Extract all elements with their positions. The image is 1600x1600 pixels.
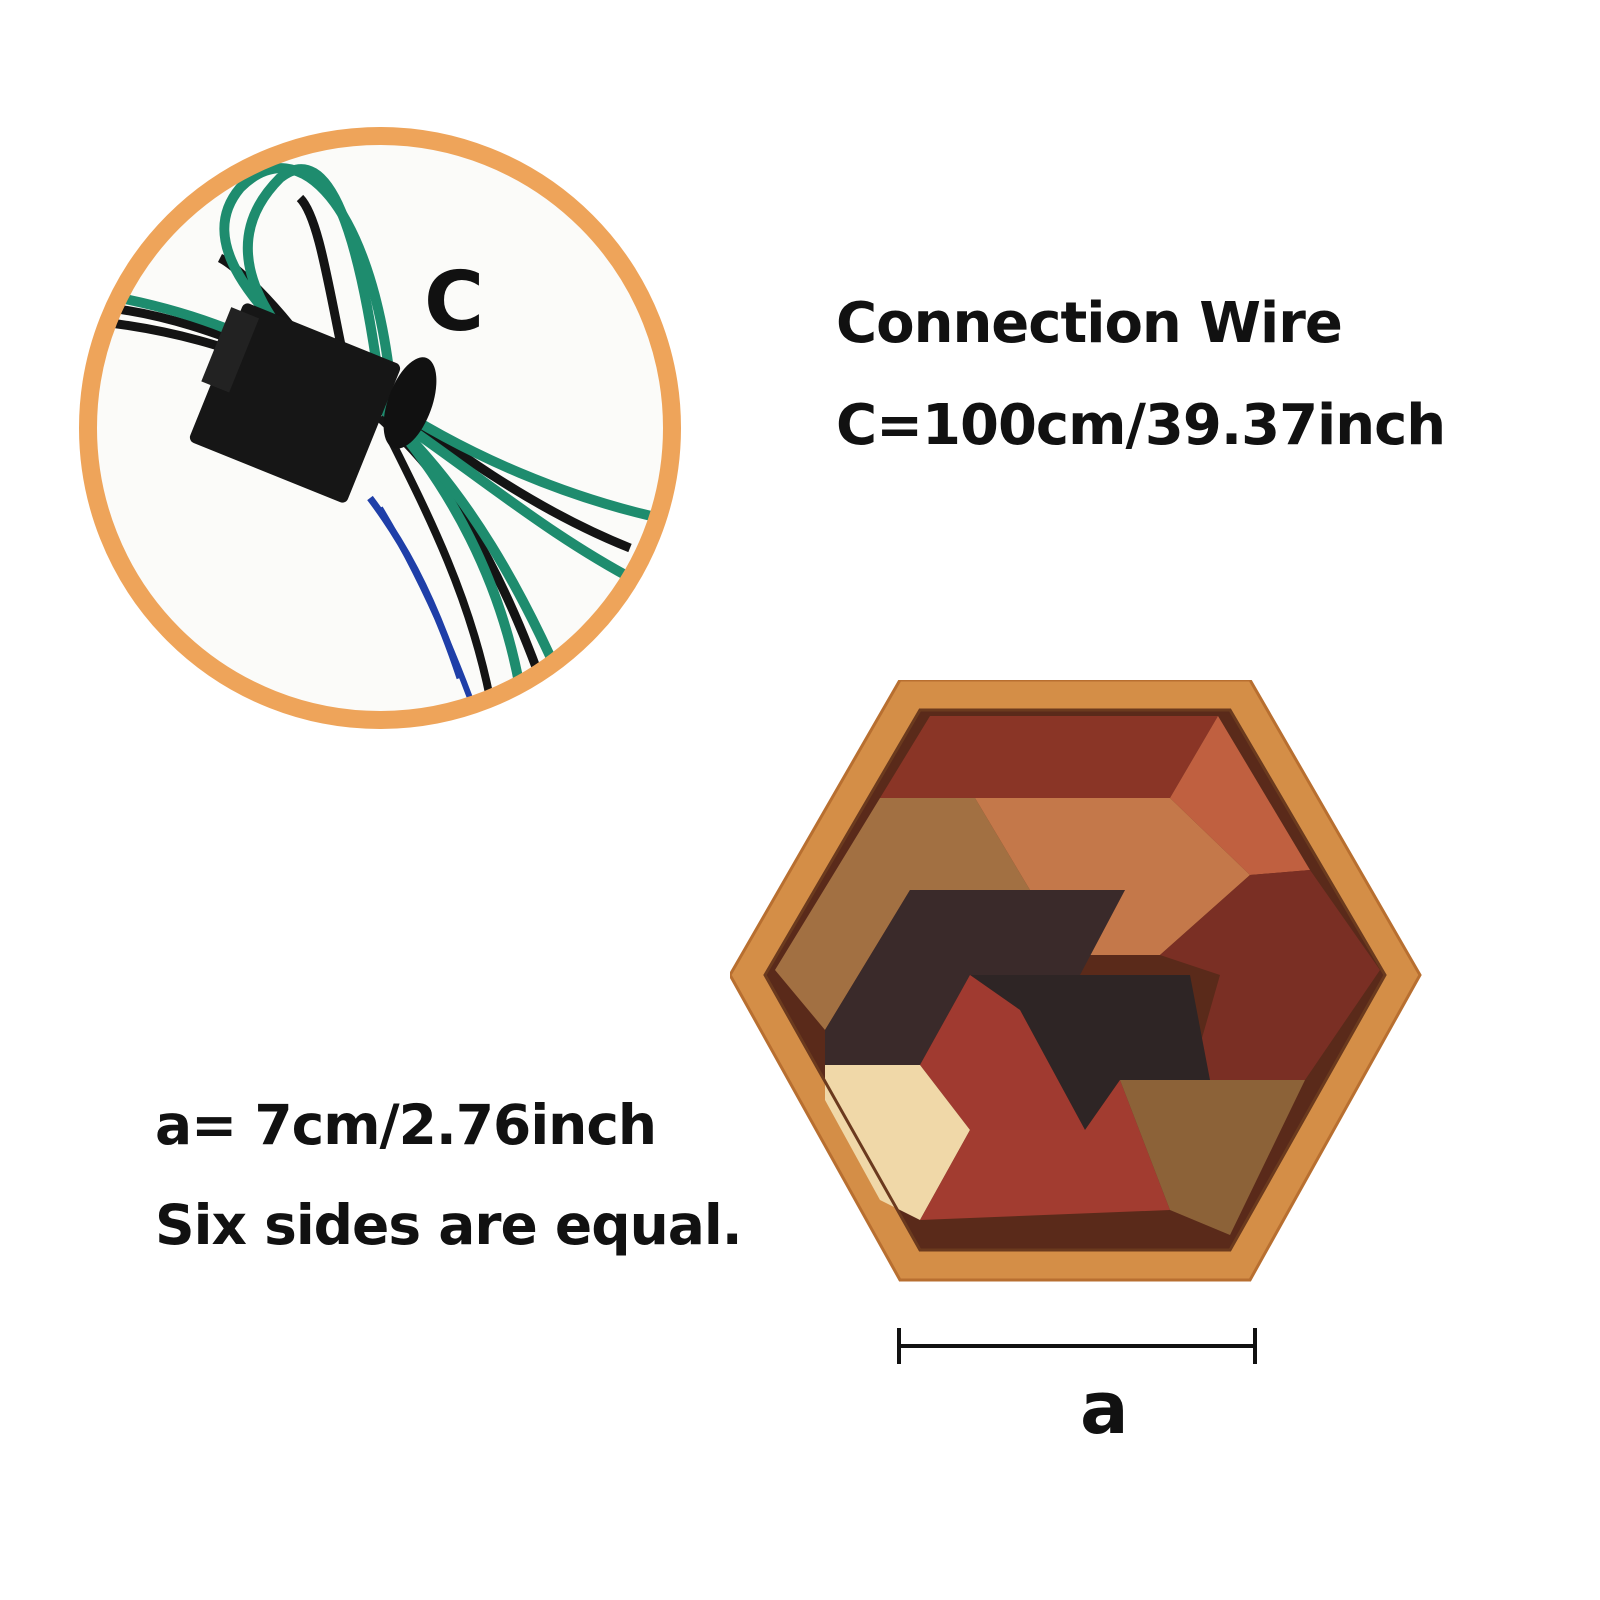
puzzle-piece <box>920 1080 1170 1220</box>
puzzle-piece <box>880 716 1218 798</box>
puzzle-piece <box>975 798 1250 955</box>
puzzle-piece <box>775 798 1030 1030</box>
wire-bundle <box>109 163 662 700</box>
spec-title: Connection Wire <box>836 291 1343 356</box>
puzzle-piece <box>825 1065 970 1220</box>
puzzle-piece <box>1170 716 1310 875</box>
dimension-line <box>895 1326 1275 1366</box>
wire-photo-label: C <box>424 255 485 350</box>
cable-tie <box>383 357 437 449</box>
puzzle-piece <box>920 975 1085 1130</box>
wire-photo-ring <box>79 127 681 729</box>
wire-photo <box>70 118 690 738</box>
hexagon-puzzle-photo <box>730 680 1430 1320</box>
hexagon-side-length: a= 7cm/2.76inch <box>155 1093 657 1157</box>
dimension-label: a <box>1080 1366 1129 1450</box>
puzzle-piece <box>1160 870 1380 1080</box>
puzzle-piece <box>1120 1080 1305 1235</box>
wire-photo-background <box>88 136 672 720</box>
puzzle-piece <box>970 975 1210 1130</box>
hexagon-note: Six sides are equal. <box>155 1193 743 1257</box>
spec-length: C=100cm/39.37inch <box>836 393 1446 458</box>
puzzle-piece <box>825 890 1125 1065</box>
